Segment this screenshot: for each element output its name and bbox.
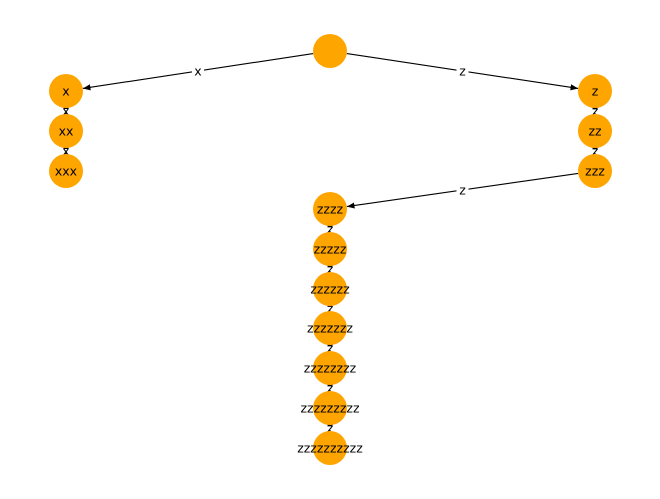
edge-label-text: z	[592, 104, 599, 119]
node-zzzzzzzz: zzzzzzzz	[304, 351, 357, 385]
edge-label-z-zz: z	[589, 104, 601, 119]
node-circle	[313, 34, 347, 68]
edge-label-background	[324, 346, 336, 350]
node-circle	[313, 311, 347, 345]
edge-label-text: z	[327, 222, 334, 237]
edge-label-text: z	[327, 262, 334, 277]
node-xx: xx	[49, 114, 83, 148]
node-label: zzzzzzzzz	[300, 401, 359, 416]
node-zzzzzzzzz: zzzzzzzzz	[300, 391, 360, 425]
node-circle	[313, 431, 347, 465]
node-label: x	[62, 84, 69, 99]
edge-label-background	[456, 64, 469, 77]
edge-label-root-z: z	[456, 64, 469, 79]
node-circle	[578, 114, 612, 148]
node-circle	[313, 192, 347, 226]
edge-label-text: z	[327, 341, 334, 356]
node-label: xxx	[55, 164, 77, 179]
edge-label-background	[60, 149, 72, 153]
edge-label-text: x	[194, 64, 201, 79]
node-label: zzzzzzz	[307, 321, 353, 336]
node-label: zzzzzzzzzz	[297, 441, 363, 456]
node-zz: zz	[578, 114, 612, 148]
edge-label-zzzzzzzz-zzzzzzzzz: z	[324, 381, 336, 396]
node-label: zzzzzzzz	[304, 361, 357, 376]
node-label: zz	[588, 124, 602, 139]
node-circle	[578, 74, 612, 108]
node-zzzzzzzzzz: zzzzzzzzzz	[297, 431, 363, 465]
node-label: xx	[59, 124, 74, 139]
edge-label-zzzzzz-zzzzzzz: z	[324, 301, 336, 316]
node-z: z	[578, 74, 612, 108]
edge-label-text: z	[459, 64, 466, 79]
edge-label-background	[589, 149, 601, 153]
node-layer: xxxxxxzzzzzzzzzzzzzzzzzzzzzzzzzzzzzzzzzz…	[49, 34, 612, 465]
edge-label-x-xx: x	[60, 104, 72, 119]
node-zzzzzzz: zzzzzzz	[307, 311, 353, 345]
node-root	[313, 34, 347, 68]
edge-label-background	[192, 64, 204, 77]
edge-label-text: z	[327, 301, 334, 316]
node-zzzz: zzzz	[313, 192, 347, 226]
edge-label-zzzzzzzzz-zzzzzzzzzz: z	[324, 421, 336, 436]
edge-label-background	[456, 183, 469, 196]
node-zzz: zzz	[578, 154, 612, 188]
edge-label-text: z	[327, 421, 334, 436]
node-circle	[578, 154, 612, 188]
edge-label-background	[324, 267, 336, 271]
edge-label-text: z	[327, 381, 334, 396]
edge-label-background	[324, 426, 336, 430]
node-circle	[313, 351, 347, 385]
edge-label-root-x: x	[192, 64, 204, 79]
node-zzzzz: zzzzz	[313, 232, 347, 266]
edge-label-text: z	[592, 144, 599, 159]
node-zzzzzz: zzzzzz	[310, 272, 350, 306]
node-circle	[49, 154, 83, 188]
edge-label-background	[324, 306, 336, 311]
node-label: zzzz	[317, 202, 344, 217]
node-label: zzzzz	[314, 242, 347, 257]
node-x: x	[49, 74, 83, 108]
edge-label-text: x	[62, 144, 69, 159]
edge-label-text: z	[459, 183, 466, 198]
edge-label-zzzzz-zzzzzz: z	[324, 262, 336, 277]
node-label: zzzzzz	[310, 282, 350, 297]
edge-label-background	[324, 386, 336, 390]
edge-label-zzz-zzzz: z	[456, 183, 469, 198]
edge-label-zzzz-zzzzz: z	[324, 222, 336, 237]
node-label: z	[592, 84, 599, 99]
node-circle	[313, 232, 347, 266]
edge-label-zzzzzzz-zzzzzzzz: z	[324, 341, 336, 356]
edge-label-zz-zzz: z	[589, 144, 601, 159]
edge-label-xx-xxx: x	[60, 144, 72, 159]
node-circle	[49, 74, 83, 108]
node-circle	[313, 272, 347, 306]
node-label: zzz	[585, 164, 605, 179]
node-xxx: xxx	[49, 154, 83, 188]
edge-label-background	[589, 109, 601, 113]
edge-label-text: x	[62, 104, 69, 119]
edge-label-background	[60, 109, 72, 113]
edge-label-background	[324, 227, 336, 231]
node-circle	[49, 114, 83, 148]
node-circle	[313, 391, 347, 425]
